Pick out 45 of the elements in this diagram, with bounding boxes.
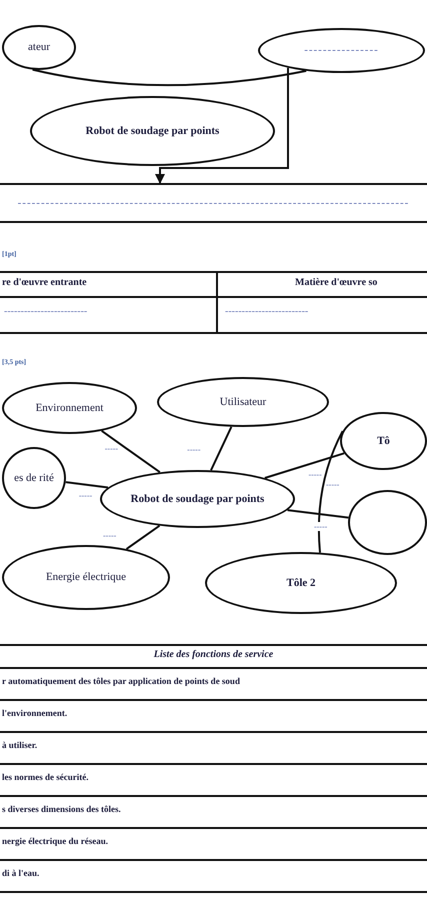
node-label: Utilisateur: [218, 396, 268, 408]
connector-line: [318, 430, 344, 553]
node-label: ateur: [27, 41, 51, 54]
fill-in-line: ----------------: [303, 44, 380, 57]
environment-ellipse: [2, 382, 137, 434]
connector-line: [287, 509, 349, 519]
fill-in-line: -------------------------: [225, 306, 308, 317]
connector-line: [264, 452, 344, 479]
node-label: Environnement: [34, 402, 104, 414]
connector-line: [126, 524, 160, 550]
fill-in-line: ------------------------------------------------------------------------------------: [16, 196, 410, 210]
environment-ellipse: [157, 377, 329, 427]
actor-ellipse: [258, 28, 425, 73]
node-label: Robot de soudage par points: [130, 492, 266, 506]
product-ellipse: [30, 96, 275, 166]
function-text: l'environnement.: [2, 708, 68, 718]
edge-label: -----: [314, 522, 328, 531]
function-text: r automatiquement des tôles par application de points de soud: [2, 676, 240, 686]
node-label: es de rité: [13, 472, 55, 484]
answer-band: [0, 183, 427, 223]
node-label: Tô: [376, 434, 391, 448]
actor-ellipse: [2, 25, 76, 70]
function-text: s diverses dimensions des tôles.: [2, 804, 121, 814]
node-label: Tôle 2: [285, 576, 317, 590]
environment-ellipse: [348, 490, 427, 555]
node-label: Energie électrique: [44, 571, 128, 584]
fill-in-line: -------------------------: [4, 306, 88, 317]
column-header: Matière d'œuvre so: [295, 277, 378, 288]
column-header: re d'œuvre entrante: [2, 277, 87, 288]
function-text: les normes de sécurité.: [2, 772, 88, 782]
connector-line: [66, 481, 108, 488]
function-text: nergie électrique du réseau.: [2, 836, 108, 846]
node-label: Robot de soudage par points: [84, 124, 220, 138]
table-title: Liste des fonctions de service: [152, 649, 274, 660]
connector-line: [210, 426, 232, 471]
function-text: à utiliser.: [2, 740, 38, 750]
connector-line: [101, 430, 160, 474]
environment-ellipse: [2, 447, 66, 509]
environment-ellipse: [340, 412, 427, 470]
environment-ellipse: [205, 552, 397, 614]
function-text: di à l'eau.: [2, 868, 40, 878]
connector-line: [32, 68, 306, 86]
product-ellipse: [100, 470, 295, 528]
arrow: [155, 68, 289, 184]
environment-ellipse: [2, 545, 170, 610]
